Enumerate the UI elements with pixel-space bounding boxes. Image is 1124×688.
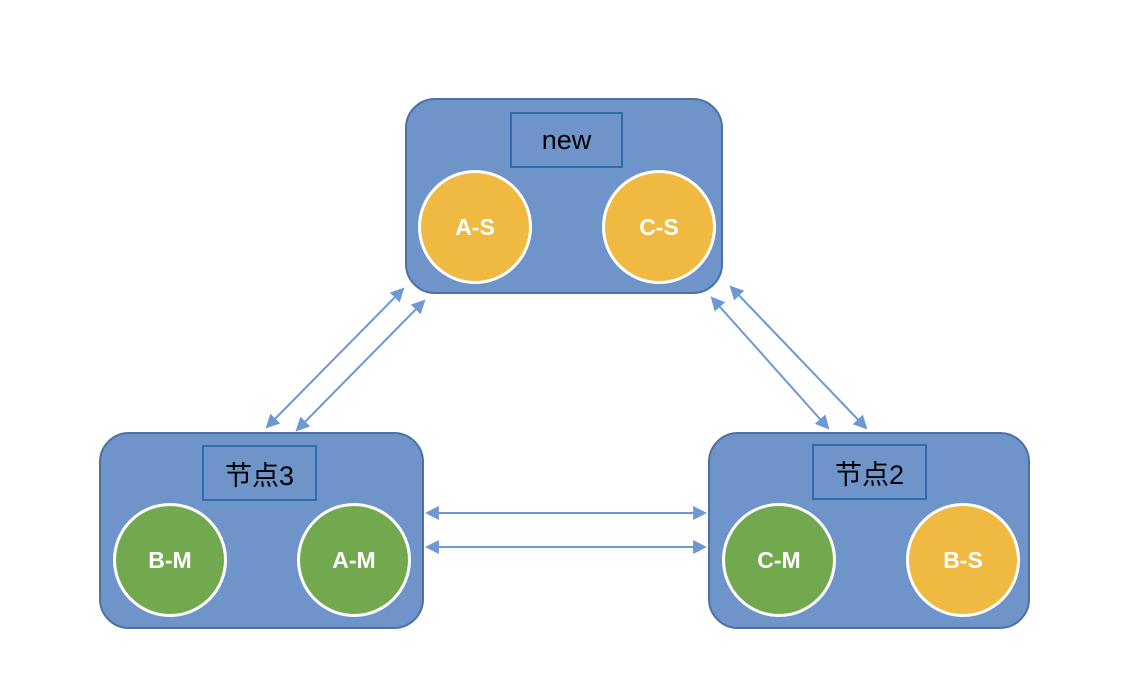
circle-b-s-label: B-S [943,546,983,573]
node-3-label-box: 节点3 [202,445,317,501]
node-new-label-box: new [510,112,623,168]
node-2-label: 节点2 [834,459,905,490]
node-new-label: new [541,124,592,155]
circle-b-m: B-M [113,503,227,617]
circle-a-m: A-M [297,503,411,617]
circle-b-s: B-S [906,503,1020,617]
edge-node3-new-arrow-2 [295,299,426,432]
circle-a-m-label: A-M [332,546,376,573]
edge-node2-new-arrow-1 [710,296,830,430]
node-3-label: 节点3 [224,460,295,491]
circle-c-s: C-S [602,170,716,284]
circle-a-s: A-S [418,170,532,284]
edge-node2-new-arrow-2 [729,285,868,430]
edge-node3-new-arrow-1 [265,287,405,429]
circle-b-m-label: B-M [148,546,192,573]
node-2-label-box: 节点2 [812,444,927,500]
circle-c-m: C-M [722,503,836,617]
circle-a-s-label: A-S [455,213,495,240]
circle-c-m-label: C-M [757,546,801,573]
circle-c-s-label: C-S [639,213,679,240]
